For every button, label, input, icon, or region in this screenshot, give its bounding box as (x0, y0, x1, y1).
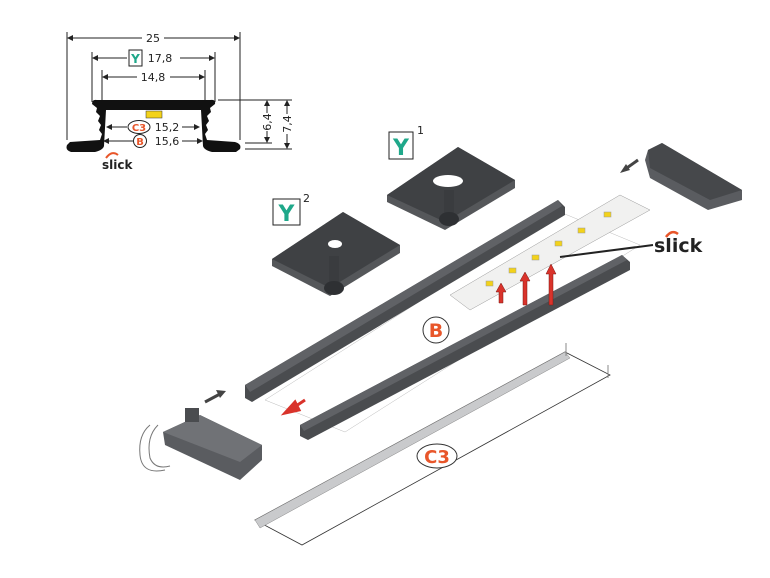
diffuser-cover-c3: C3 (254, 343, 611, 546)
led-chips (485, 211, 612, 287)
slick-logo-swoosh-icon (105, 152, 119, 159)
y-box-small (128, 49, 143, 67)
b-label-small: B (136, 137, 144, 148)
slick-logo-swoosh-icon (665, 230, 679, 238)
dim-height-total: 7,4 (281, 115, 294, 133)
b-label: B (429, 320, 443, 342)
y1-superscript: 1 (417, 124, 424, 137)
slick-pointer-line (559, 244, 654, 258)
dim-y-width: 17,8 (148, 52, 173, 65)
dim-b-width: 15,6 (155, 135, 180, 148)
y-label-small: Y (130, 52, 140, 66)
dim-total-width: 25 (146, 32, 160, 45)
led-strip (449, 194, 651, 311)
mounting-clip-y2: Y 2 (272, 192, 400, 296)
c3-label: C3 (424, 447, 450, 468)
insert-arrows-red-icon (495, 263, 557, 306)
y2-superscript: 2 (303, 192, 310, 205)
aluminium-profile-b: B slick (245, 194, 703, 440)
slick-logo: slick (654, 235, 703, 257)
cross-section-drawing: 25 Y 17,8 14,8 C3 15,2 B 15,6 6,4 (66, 32, 294, 172)
c3-label-small: C3 (132, 123, 146, 134)
y1-label: Y (392, 136, 410, 161)
dim-c3-width: 15,2 (155, 121, 180, 134)
y2-label: Y (278, 202, 296, 227)
profile-cross-section (66, 99, 241, 152)
led-chip-icon (145, 110, 163, 119)
dim-inner-width: 14,8 (141, 71, 166, 84)
slick-logo-small: slick (102, 158, 133, 172)
dim-height-inner: 6,4 (261, 113, 274, 131)
mounting-clip-y1: Y 1 (387, 124, 515, 230)
end-cap-left (139, 390, 262, 480)
end-cap-right (620, 143, 742, 210)
slide-arrow-red-icon (280, 398, 306, 416)
